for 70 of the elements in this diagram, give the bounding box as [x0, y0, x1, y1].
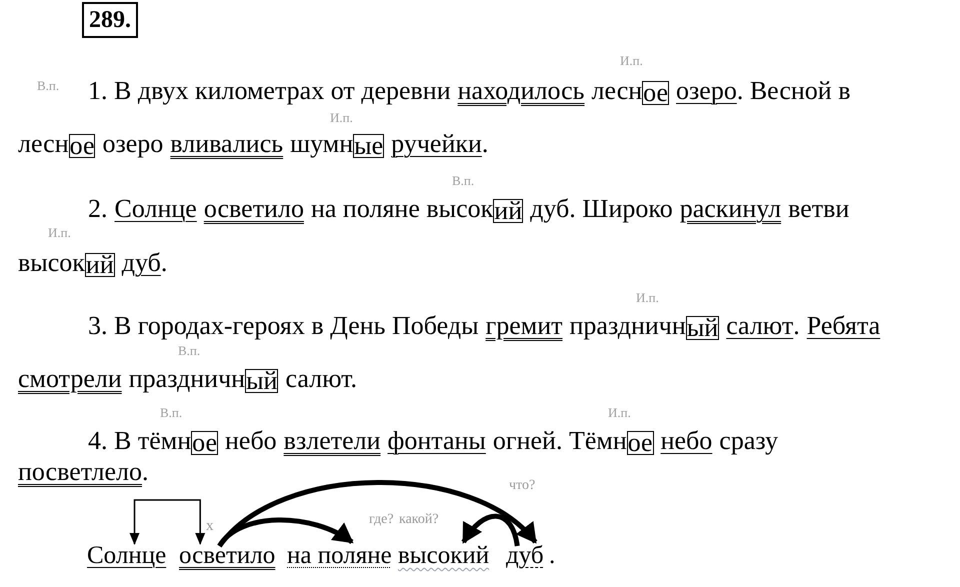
- case-note: И.п.: [608, 405, 631, 420]
- case-note: И.п.: [620, 53, 643, 68]
- boxed-ending: ый: [686, 316, 720, 340]
- sentence-text: .: [160, 249, 168, 277]
- boxed-ending: ое: [68, 134, 96, 158]
- sentence-text: на поляне высок: [310, 195, 494, 223]
- attribute-word: высокий: [398, 542, 490, 570]
- question-label: где?: [368, 512, 395, 528]
- sentence-text: праздничн: [128, 365, 246, 393]
- subject-word: Солнце: [87, 542, 166, 570]
- boxed-ending: ое: [626, 431, 654, 455]
- subject-word: Солнце: [114, 195, 197, 223]
- sentence-text: сразу: [719, 427, 778, 455]
- adverbial-phrase: на поляне: [287, 542, 392, 570]
- boxed-ending: ое: [642, 81, 670, 105]
- subject-word: салют: [726, 312, 794, 340]
- sentence-text: 2.: [88, 195, 108, 223]
- predicate-word: раскинул: [680, 195, 782, 223]
- sentence-text: лесн: [18, 130, 69, 158]
- predicate-word: взлетели: [284, 427, 381, 455]
- case-note: В.п.: [160, 405, 182, 420]
- sentence-text: озеро: [102, 130, 164, 158]
- boxed-ending: ий: [493, 199, 524, 223]
- sentence-text: ветви: [788, 195, 850, 223]
- subject-word: ручейки: [391, 130, 482, 158]
- case-note: И.п.: [636, 290, 659, 305]
- predicate-mark: х: [206, 518, 214, 534]
- predicate-word: осветило: [179, 542, 276, 570]
- boxed-ending: ые: [353, 134, 384, 158]
- sentence-text: 1. В двух километрах от деревни: [88, 77, 451, 105]
- boxed-ending: ий: [84, 253, 115, 277]
- subject-word: озеро: [676, 77, 737, 105]
- sentence-text: дуб. Широко: [530, 195, 673, 223]
- sentence-text: 4. В тёмн: [88, 427, 192, 455]
- sentence-text: лесн: [592, 77, 642, 105]
- sentence-text: 3. В городах-героях в День Победы: [88, 312, 479, 340]
- predicate-word: гремит: [486, 312, 562, 340]
- case-note: В.п.: [37, 78, 60, 93]
- boxed-ending: ый: [245, 369, 278, 393]
- curved-arrow: [462, 514, 520, 546]
- subject-word: небо: [660, 427, 712, 455]
- bracket-arrow: [130, 499, 206, 545]
- sentence-text: .: [482, 130, 488, 158]
- sentence-text: шумн: [290, 130, 354, 158]
- object-word: дуб: [506, 542, 544, 570]
- boxed-ending: ое: [191, 431, 218, 455]
- subject-word: дуб: [122, 249, 161, 277]
- predicate-word: смотрели: [18, 365, 122, 393]
- sentence-text: высок: [18, 249, 85, 277]
- sentence-text: .: [793, 312, 800, 340]
- predicate-word: посветлело: [18, 458, 142, 486]
- sentence-text: небо: [224, 427, 277, 455]
- predicate-word: вливались: [170, 130, 284, 158]
- sentence-text: огней. Тёмн: [492, 427, 627, 455]
- sentence-text: салют.: [285, 365, 358, 393]
- predicate-word: находилось: [458, 77, 585, 105]
- subject-word: фонтаны: [388, 427, 486, 455]
- sentence-text: .: [549, 542, 556, 570]
- case-note: В.п.: [178, 343, 200, 358]
- case-note: В.п.: [452, 173, 474, 188]
- subject-word: Ребята: [806, 312, 880, 340]
- curved-arrow: [217, 518, 354, 548]
- exercise-number: 289.: [82, 2, 138, 38]
- predicate-word: осветило: [204, 195, 304, 223]
- sentence-text: . Весной в: [736, 77, 851, 105]
- curved-arrow: [218, 480, 538, 548]
- sentence-text: .: [142, 458, 148, 486]
- case-note: И.п.: [48, 225, 71, 240]
- sentence-text: праздничн: [570, 312, 686, 340]
- case-note: И.п.: [330, 110, 353, 125]
